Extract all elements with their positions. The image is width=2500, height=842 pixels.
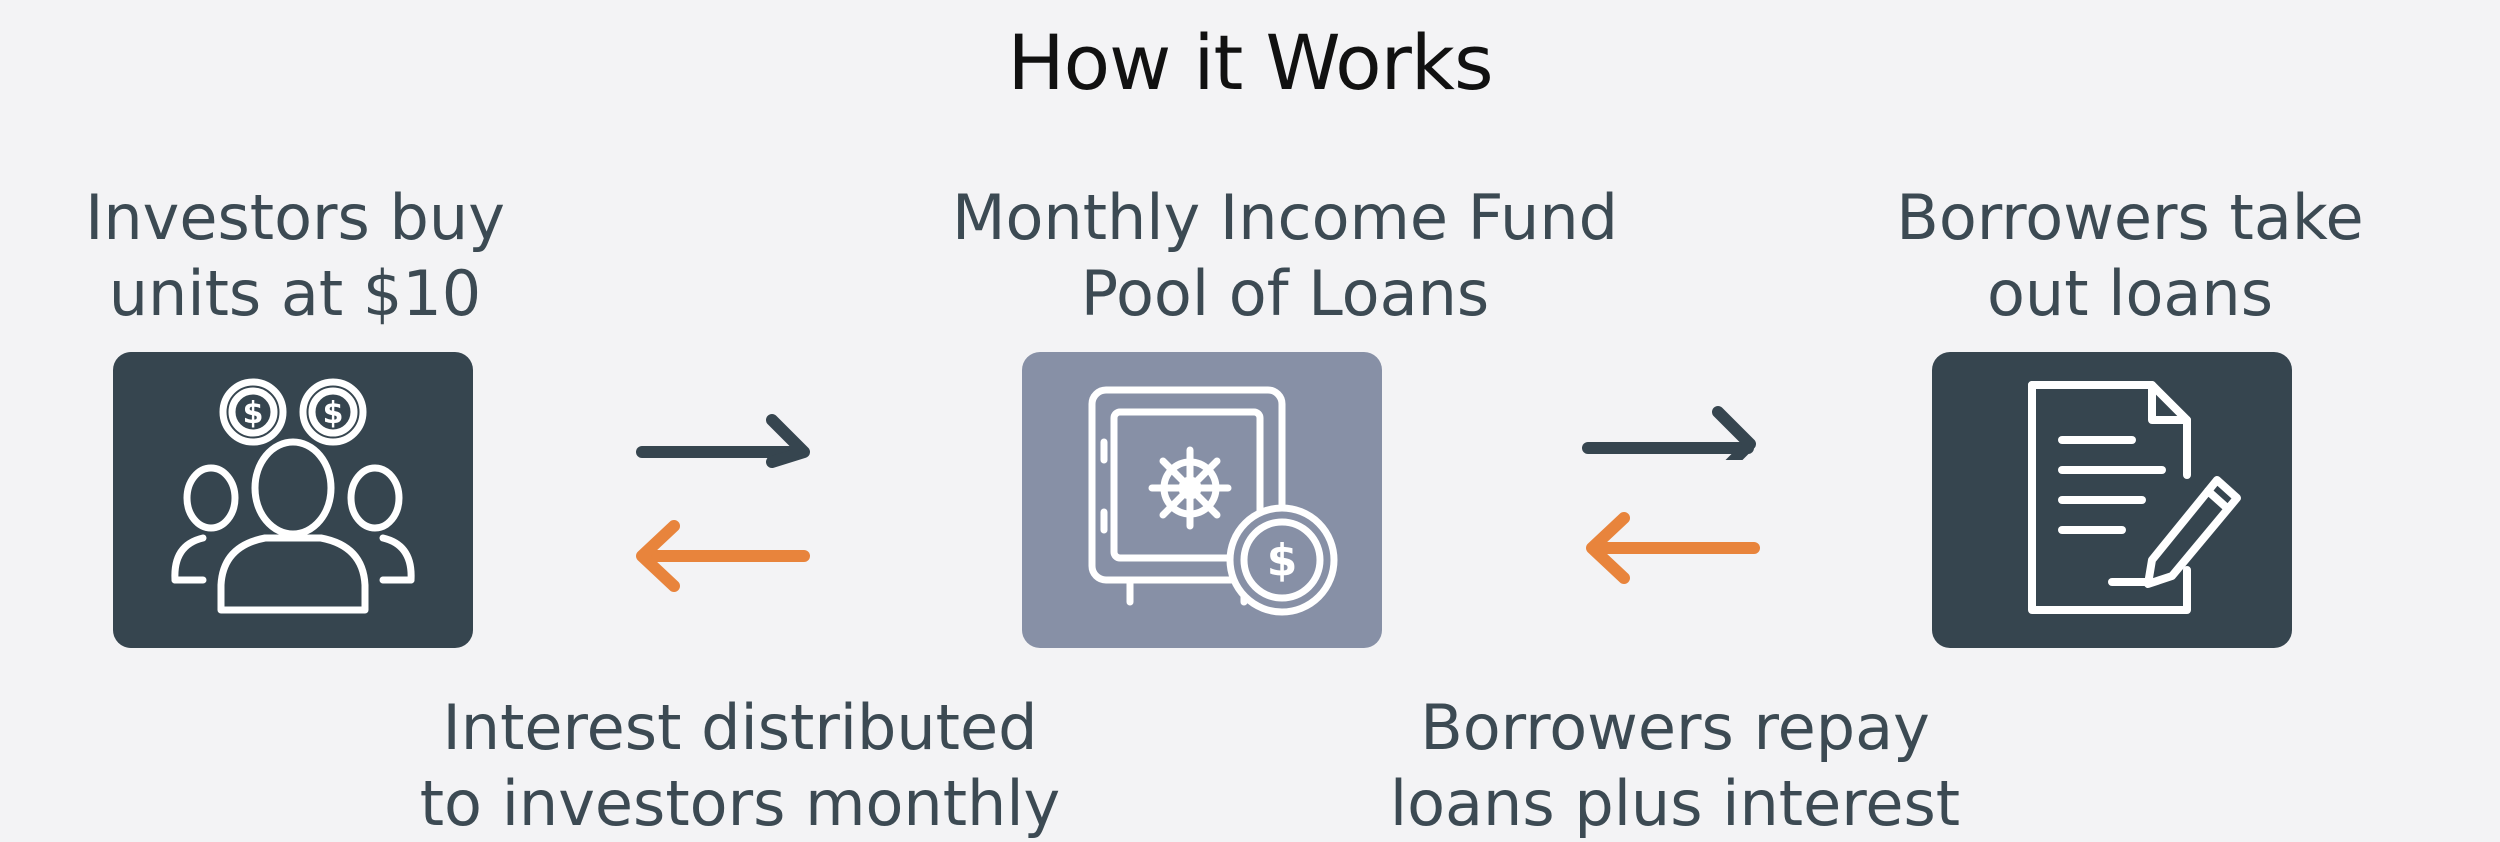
step-label-fund: Monthly Income Fund Pool of Loans — [951, 181, 1618, 330]
step-label-investors: Investors buy units at $10 — [85, 181, 505, 330]
flow-label-repay: Borrowers repay loans plus interest — [1389, 691, 1961, 840]
arrow-left-to-fund — [1586, 512, 1760, 584]
contract-pen-icon — [2028, 381, 2241, 614]
vault-coin-icon: $ — [1088, 386, 1338, 616]
borrowers-tile — [1932, 352, 2292, 648]
arrow-right-to-fund — [636, 414, 810, 468]
arrow-left-to-investors — [636, 520, 810, 592]
investors-coins-icon: $ $ — [171, 378, 415, 614]
flow-label-interest: Interest distributed to investors monthl… — [419, 691, 1061, 840]
svg-text:$: $ — [323, 396, 344, 431]
step-label-borrowers: Borrowers take out loans — [1896, 181, 2364, 330]
page-title: How it Works — [1007, 18, 1493, 107]
svg-text:$: $ — [1267, 535, 1298, 586]
svg-text:$: $ — [243, 396, 264, 431]
investors-tile: $ $ — [113, 352, 473, 648]
fund-vault-tile: $ — [1022, 352, 1382, 648]
arrow-right-to-borrowers — [1582, 406, 1756, 460]
